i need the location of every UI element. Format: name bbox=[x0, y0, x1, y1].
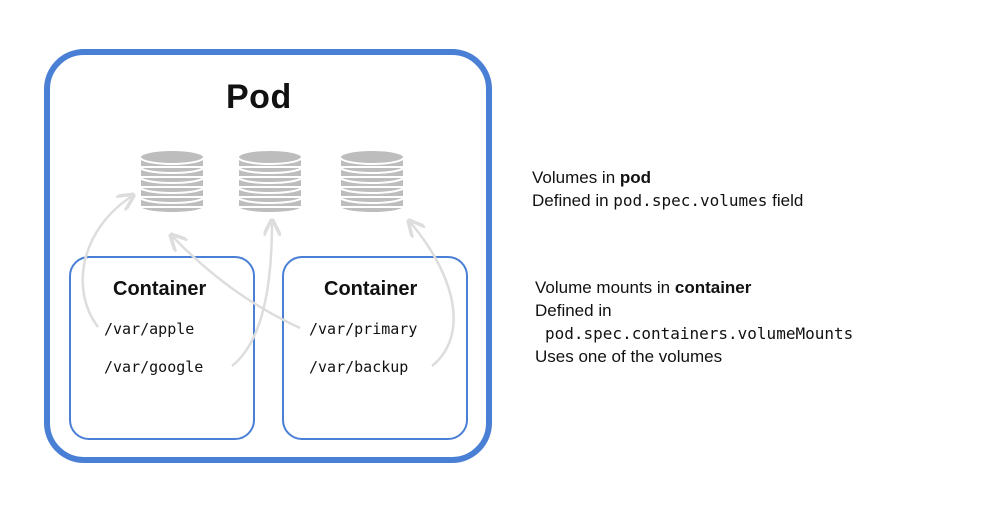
volume-3-database-icon bbox=[339, 149, 405, 214]
volumes-note-line1: Volumes in pod bbox=[532, 168, 652, 187]
mounts-note-line3: pod.spec.containers.volumeMounts bbox=[545, 324, 854, 343]
mount-path-apple: /var/apple bbox=[104, 320, 195, 338]
container-left-title: Container bbox=[113, 278, 207, 300]
pod-title: Pod bbox=[226, 78, 292, 116]
arrow-apple-to-volume-1 bbox=[81, 196, 132, 328]
pod-boundary bbox=[44, 49, 492, 463]
arrow-google-to-volume-2 bbox=[231, 222, 272, 367]
mount-path-primary: /var/primary bbox=[309, 320, 418, 338]
container-left bbox=[69, 256, 255, 440]
volume-1-database-icon bbox=[139, 149, 205, 214]
mounts-note-line4: Uses one of the volumes bbox=[535, 347, 723, 366]
mounts-note-line2: Defined in bbox=[535, 301, 612, 320]
mounts-note-line1: Volume mounts in container bbox=[535, 278, 752, 297]
volumes-note-line2: Defined in pod.spec.volumes field bbox=[532, 191, 804, 210]
arrow-primary-to-volume-1 bbox=[172, 236, 301, 330]
arrow-backup-to-volume-3 bbox=[410, 222, 455, 367]
container-right-title: Container bbox=[324, 278, 418, 300]
mount-path-google: /var/google bbox=[104, 358, 204, 376]
volume-2-database-icon bbox=[237, 149, 303, 214]
volumes-note: Volumes in pod Defined in pod.spec.volum… bbox=[532, 166, 803, 212]
mount-path-backup: /var/backup bbox=[309, 358, 409, 376]
container-right bbox=[282, 256, 468, 440]
mounts-note: Volume mounts in container Defined in po… bbox=[535, 276, 853, 368]
